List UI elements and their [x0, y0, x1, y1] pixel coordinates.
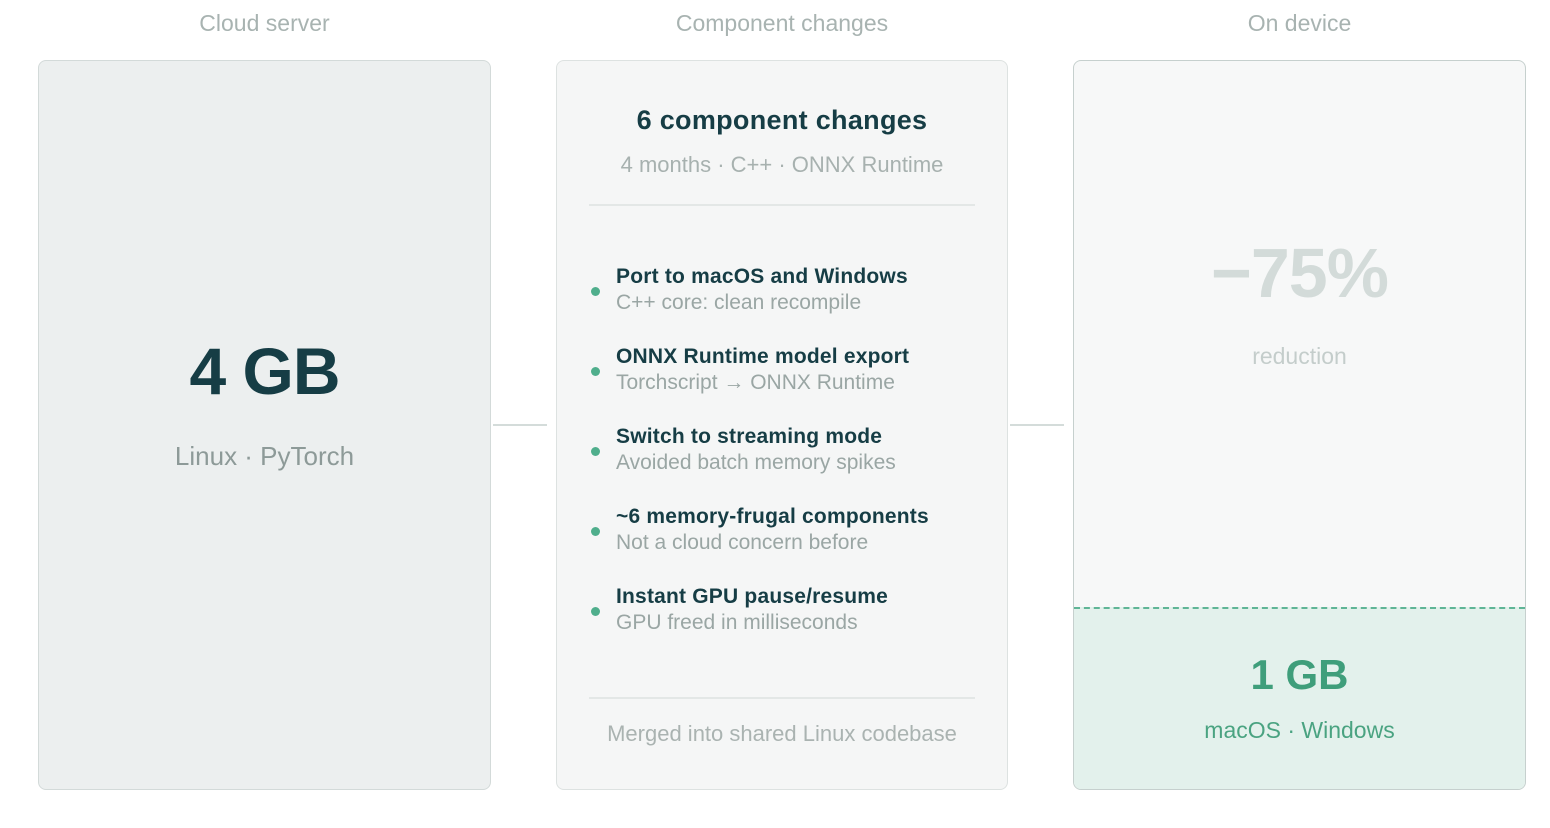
connector-left — [493, 424, 547, 426]
item-title: Instant GPU pause/resume — [616, 585, 889, 608]
cloud-memory-value: 4 GB — [189, 334, 340, 408]
component-changes-card: 6 component changes 4 months · C++ · ONN… — [556, 60, 1008, 790]
device-memory-value: 1 GB — [1250, 651, 1349, 698]
changes-subtitle: 4 months · C++ · ONNX Runtime — [620, 152, 944, 177]
list-item: ONNX Runtime model export Torchscript → … — [589, 344, 987, 424]
reduction-label: reduction — [1252, 343, 1347, 369]
bullet-dot-icon — [591, 447, 600, 456]
connector-right — [1010, 424, 1064, 426]
item-title: Switch to streaming mode — [616, 425, 883, 448]
changes-title: 6 component changes — [636, 105, 928, 135]
list-item: Port to macOS and Windows C++ core: clea… — [589, 264, 987, 344]
item-desc: Torchscript → ONNX Runtime — [616, 371, 895, 394]
on-device-heading: On device — [1247, 10, 1352, 36]
cloud-server-heading: Cloud server — [199, 10, 330, 36]
item-title: ~6 memory-frugal components — [616, 505, 929, 528]
bullet-dot-icon — [591, 607, 600, 616]
item-title: ONNX Runtime model export — [616, 345, 910, 368]
list-item: Instant GPU pause/resume GPU freed in mi… — [589, 584, 987, 664]
cloud-stack-label: Linux · PyTorch — [174, 441, 355, 471]
on-device-card: −75% reduction 1 GB macOS · Windows — [1073, 60, 1526, 790]
list-item: ~6 memory-frugal components Not a cloud … — [589, 504, 987, 584]
list-item: Switch to streaming mode Avoided batch m… — [589, 424, 987, 504]
item-desc: Avoided batch memory spikes — [616, 451, 896, 474]
item-title: Port to macOS and Windows — [616, 265, 908, 288]
bullet-dot-icon — [591, 527, 600, 536]
item-desc: C++ core: clean recompile — [616, 291, 862, 314]
item-desc: Not a cloud concern before — [616, 531, 869, 554]
changes-footer: Merged into shared Linux codebase — [607, 721, 957, 746]
device-stack-label: macOS · Windows — [1204, 717, 1395, 743]
top-divider — [589, 204, 975, 206]
bullet-dot-icon — [591, 287, 600, 296]
bottom-divider — [589, 697, 975, 699]
reduction-percent: −75% — [1211, 234, 1389, 312]
bullet-dot-icon — [591, 367, 600, 376]
device-memory-fill: 1 GB macOS · Windows — [1074, 607, 1525, 789]
item-desc: GPU freed in milliseconds — [616, 611, 858, 634]
component-changes-heading: Component changes — [675, 10, 889, 36]
cloud-server-card: 4 GB Linux · PyTorch — [38, 60, 491, 790]
changes-list: Port to macOS and Windows C++ core: clea… — [589, 264, 987, 664]
